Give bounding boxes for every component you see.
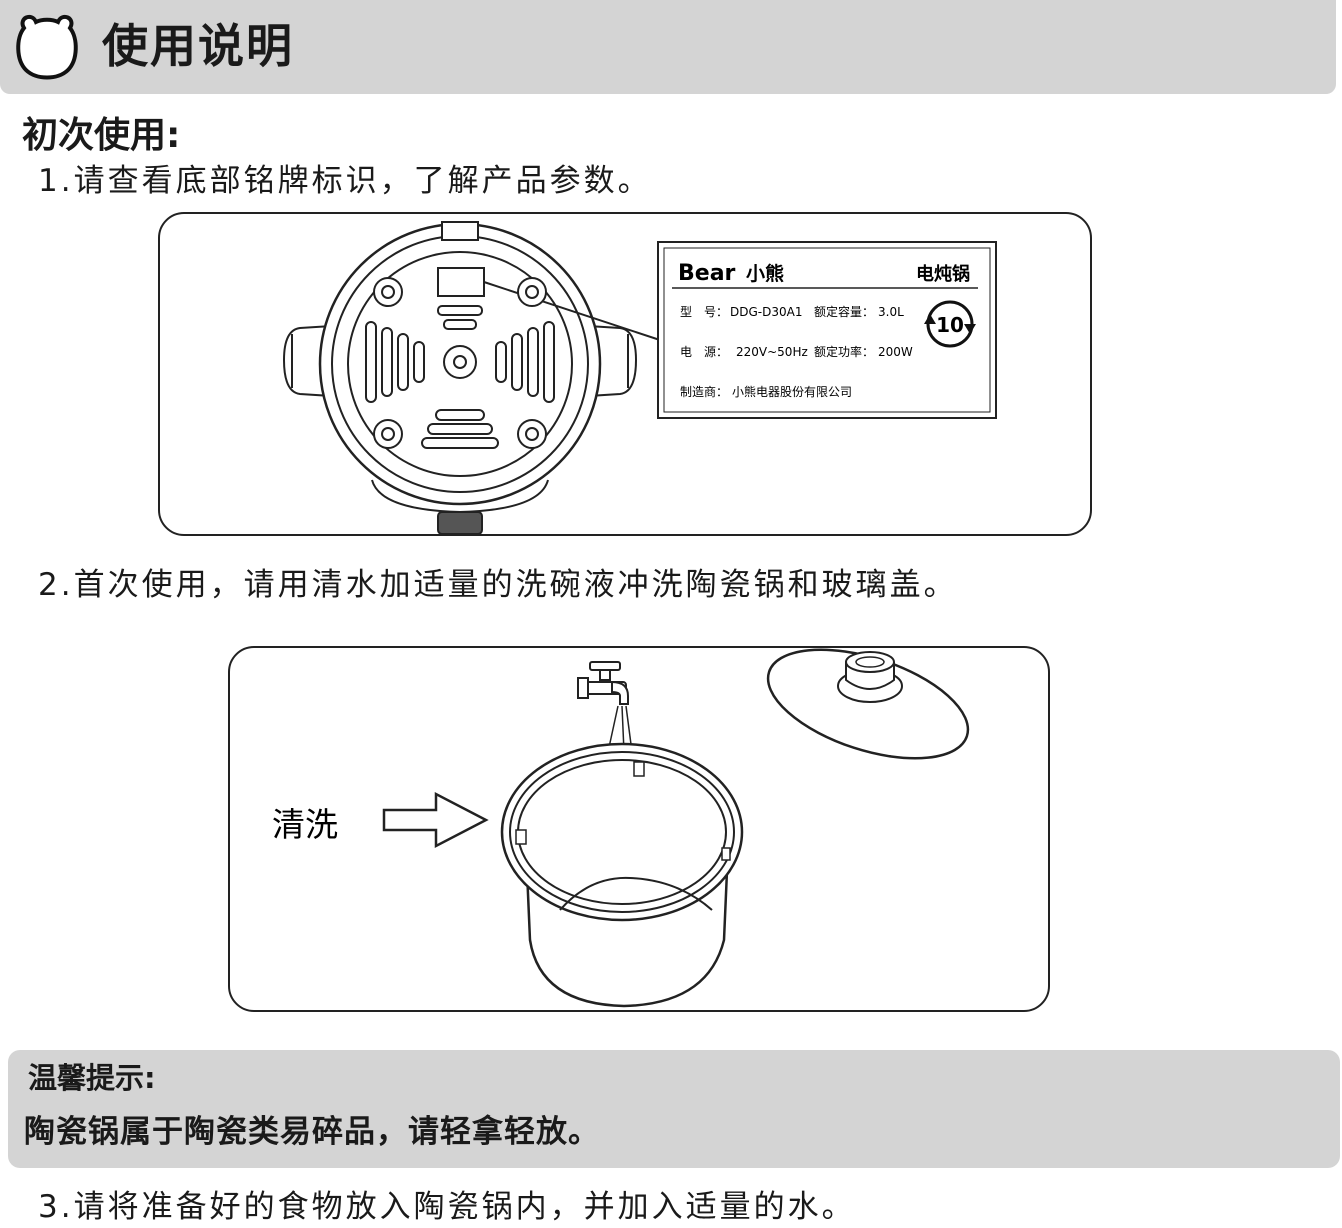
model-value: DDG-D30A1 — [730, 305, 802, 319]
pot-rim-outer — [500, 742, 744, 922]
cooker-bottom-illustration: Bear 小熊 电炖锅 型 号： DDG-D30A1 额定容量： 3.0L 电 … — [282, 221, 997, 534]
brand-cn: 小熊 — [746, 262, 784, 285]
header-bar: 使用说明 — [0, 0, 1336, 94]
tip-title: 温馨提示: — [28, 1061, 156, 1095]
section-title: 初次使用: — [22, 115, 181, 156]
wash-label: 清洗 — [272, 805, 338, 844]
product-name: 电炖锅 — [916, 263, 970, 285]
faucet-icon — [577, 661, 629, 705]
model-label: 型 号： — [680, 305, 728, 319]
power-label: 电 源： — [680, 345, 728, 359]
capacity-value: 3.0L — [878, 305, 904, 319]
tip-text: 陶瓷锅属于陶瓷类易碎品，请轻拿轻放。 — [24, 1114, 600, 1150]
right-arrow-icon — [382, 791, 489, 849]
page-title: 使用说明 — [102, 19, 294, 73]
step-2-text: 2.首次使用，请用清水加适量的洗碗液冲洗陶瓷锅和玻璃盖。 — [38, 567, 958, 603]
nameplate-location — [437, 267, 485, 297]
eco-period-icon: 10 — [924, 300, 976, 348]
washing-panel: 清洗 — [228, 646, 1050, 1012]
step-3-text: 3.请将准备好的食物放入陶瓷锅内，并加入适量的水。 — [38, 1189, 856, 1225]
eco-badge-number: 10 — [936, 313, 964, 337]
maker-label: 制造商： — [680, 384, 728, 399]
bear-head-icon — [16, 14, 78, 80]
washing-illustration: 清洗 — [272, 648, 970, 1008]
step-1-text: 1.请查看底部铭牌标识，了解产品参数。 — [38, 163, 652, 199]
glass-lid — [766, 648, 970, 760]
capacity-label: 额定容量： — [814, 304, 874, 319]
nameplate-panel: Bear 小熊 电炖锅 型 号： DDG-D30A1 额定容量： 3.0L 电 … — [158, 212, 1092, 536]
brand-en: Bear — [678, 261, 736, 286]
wattage-value: 200W — [878, 345, 913, 359]
bottom-knob — [437, 511, 483, 534]
power-value: 220V~50Hz — [736, 345, 808, 359]
tip-box: 温馨提示: 陶瓷锅属于陶瓷类易碎品，请轻拿轻放。 — [8, 1050, 1340, 1168]
wattage-label: 额定功率： — [814, 344, 874, 359]
maker-value: 小熊电器股份有限公司 — [732, 384, 852, 399]
